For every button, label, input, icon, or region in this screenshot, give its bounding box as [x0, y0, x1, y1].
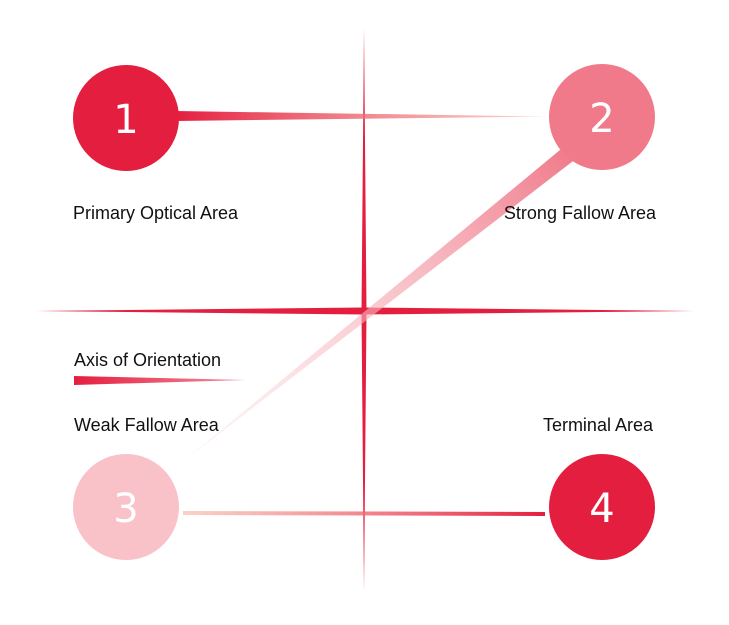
connector-3-4: [183, 511, 545, 516]
area-1-marker: 1: [73, 65, 179, 171]
area-2-label: Strong Fallow Area: [503, 203, 656, 223]
area-3-number: 3: [113, 486, 138, 532]
connector-1-2: [175, 111, 545, 121]
area-3-marker: 3: [73, 454, 179, 560]
area-4-label: Terminal Area: [542, 415, 653, 435]
legend-axis-swatch: [74, 376, 246, 385]
area-1-number: 1: [113, 97, 138, 143]
area-4-marker: 4: [549, 454, 655, 560]
legend-label: Axis of Orientation: [74, 350, 222, 370]
area-4-number: 4: [589, 486, 614, 532]
area-3-label: Weak Fallow Area: [74, 415, 219, 435]
area-2-number: 2: [589, 96, 614, 142]
horizontal-axis: [36, 307, 694, 315]
area-1-label: Primary Optical Area: [73, 203, 239, 223]
diagonal-connector-2-3: [185, 145, 577, 460]
area-2-marker: 2: [549, 64, 655, 170]
